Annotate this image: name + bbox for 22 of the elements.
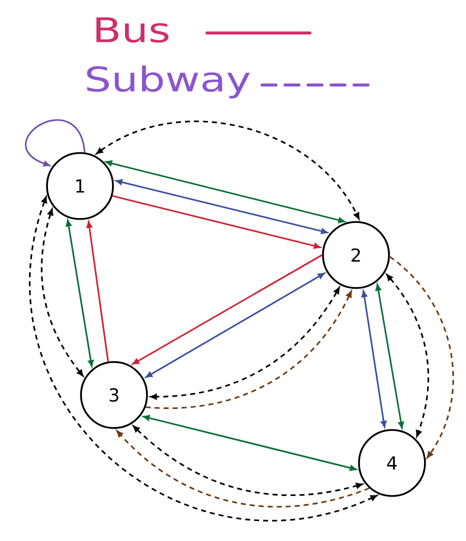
arrow (66, 220, 94, 367)
arrow (116, 179, 328, 234)
arrow (150, 287, 340, 400)
legend-item: Bus (96, 17, 312, 43)
arrow (116, 430, 370, 508)
arrow (143, 415, 357, 471)
arrow (375, 284, 404, 428)
arrow (40, 208, 84, 376)
arrow (132, 425, 363, 496)
arrow (146, 272, 325, 378)
legend-item: Subway (87, 66, 374, 98)
arrow (386, 274, 430, 437)
arrow (146, 290, 352, 409)
arrow (96, 120, 360, 220)
arrow (30, 196, 378, 522)
arrow (132, 254, 322, 365)
arrow (25, 119, 86, 167)
arrow (112, 195, 321, 249)
arrow (86, 221, 109, 362)
arrow (389, 256, 454, 458)
arrow (105, 160, 345, 224)
arrow (361, 290, 387, 428)
